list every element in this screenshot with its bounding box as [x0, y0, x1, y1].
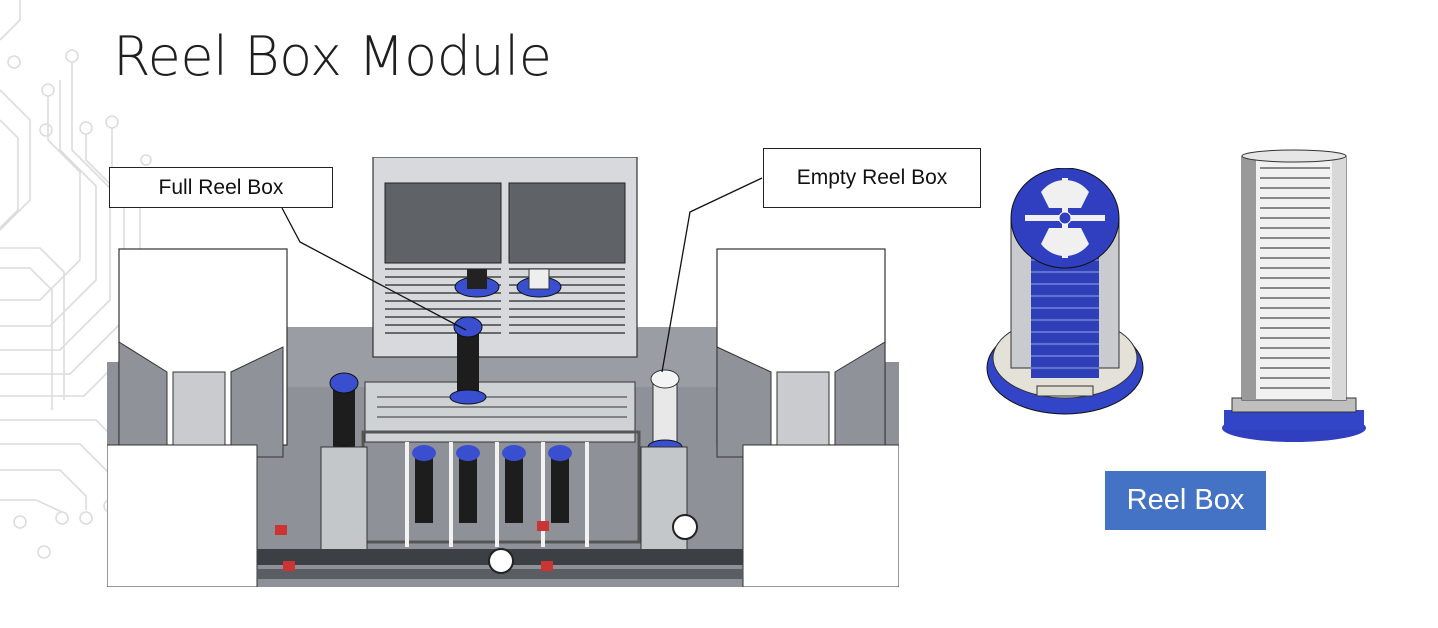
circuit-decoration [0, 0, 152, 559]
reel-box-badge-label: Reel Box [1126, 484, 1245, 516]
machine-diagram [107, 157, 899, 587]
slide-title: Reel Box Module [113, 25, 552, 88]
full-reel-box-label: Full Reel Box [158, 175, 284, 199]
reel-box-badge: Reel Box [1105, 471, 1266, 530]
full-reel-box-render [986, 168, 1144, 415]
empty-reel-box-render [1222, 149, 1366, 442]
full-reel-box-callout: Full Reel Box [109, 167, 333, 208]
empty-reel-box-callout: Empty Reel Box [763, 148, 981, 208]
empty-reel-box-label: Empty Reel Box [796, 166, 948, 189]
